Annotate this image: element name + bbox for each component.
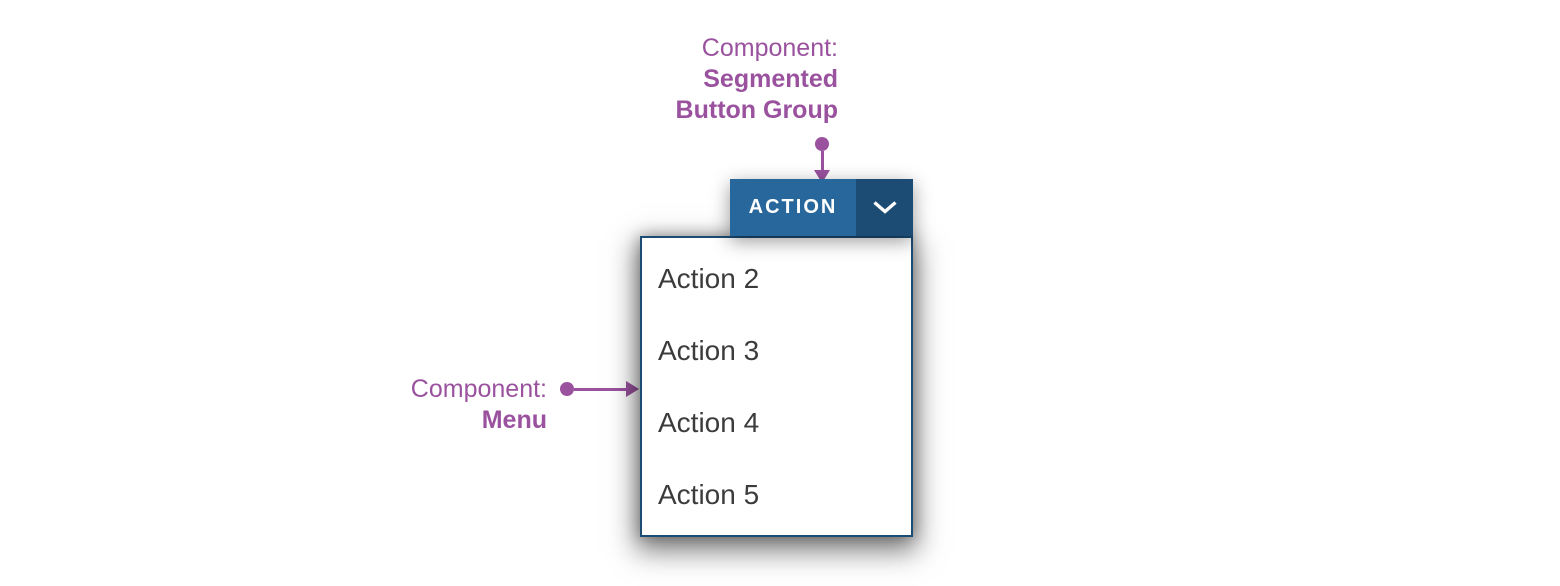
annotation-menu: Component: Menu <box>411 374 547 436</box>
dropdown-toggle-button[interactable] <box>856 179 913 236</box>
callout-dot <box>815 137 829 151</box>
segmented-button-group: ACTION <box>730 179 913 236</box>
action-button[interactable]: ACTION <box>730 179 856 236</box>
callout-arrowhead-right <box>626 381 639 397</box>
chevron-down-icon <box>872 200 898 215</box>
menu-item[interactable]: Action 3 <box>642 315 911 387</box>
annotation-component-name: Segmented <box>703 65 838 93</box>
menu-item[interactable]: Action 4 <box>642 387 911 459</box>
callout-stem <box>820 151 824 170</box>
callout-dot <box>560 382 574 396</box>
annotation-segmented-button-group: Component: Segmented Button Group <box>676 33 838 126</box>
annotation-arrow-down <box>806 137 838 183</box>
annotation-arrow-right <box>560 381 639 397</box>
annotation-prefix: Component: <box>701 34 838 62</box>
annotation-prefix: Component: <box>410 375 547 403</box>
callout-stem <box>574 387 626 391</box>
annotation-component-name: Button Group <box>675 96 838 124</box>
menu-item[interactable]: Action 2 <box>642 243 911 315</box>
menu-item[interactable]: Action 5 <box>642 459 911 531</box>
dropdown-menu: Action 2 Action 3 Action 4 Action 5 <box>640 236 913 537</box>
annotation-component-name: Menu <box>481 406 547 434</box>
